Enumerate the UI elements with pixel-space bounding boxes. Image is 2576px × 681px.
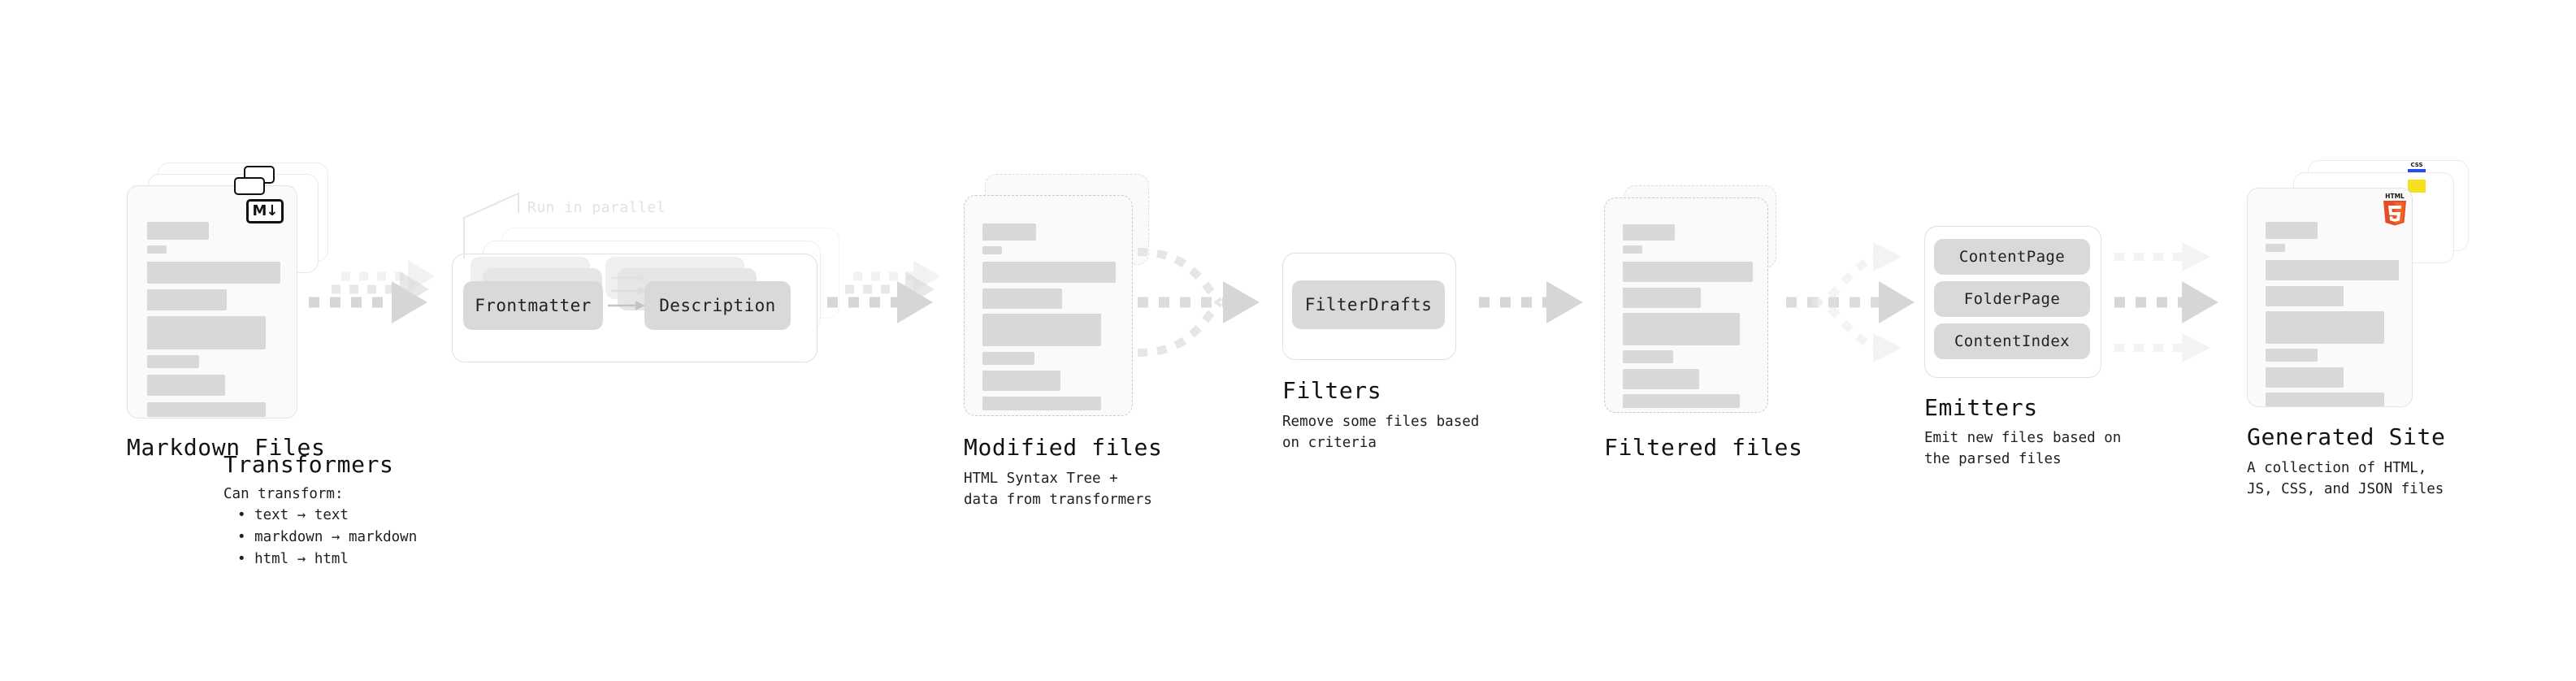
skeleton-line [1623,245,1642,254]
connector-md-to-transformers [309,260,435,323]
skeleton-line [147,402,266,417]
svg-text:HTML: HTML [2385,193,2405,200]
skeleton-line [2266,244,2285,252]
skeleton-line [982,262,1116,283]
stage-title-generated-site: Generated Site [2247,423,2446,450]
skeleton-line [982,223,1036,241]
skeleton-line [982,397,1101,410]
html5-icon: HTML [2380,192,2409,226]
markdown-icon [234,177,265,195]
skeleton-line [2266,393,2384,406]
skeleton-line [982,314,1101,346]
stage-title-modified-files-visible: Modified files [964,434,1163,461]
stage-title-emitters: Emitters [1924,394,2038,421]
filtered-card-front [1604,197,1768,413]
transformers-bullet-1: • markdown → markdown [237,529,418,545]
skeleton-line [1623,313,1740,345]
modified-card-front [964,195,1133,416]
transformers-bullet-0: • text → text [237,507,349,523]
css-icon: CSS [2408,162,2426,172]
connector-modified-to-filters [1137,248,1260,357]
skeleton-line [1623,369,1699,389]
skeleton-line [2266,311,2384,344]
connector-emitters-to-site [2114,242,2218,362]
skeleton-line [2266,349,2318,362]
connector-filtered-to-emitters [1786,242,1915,362]
site-card-front [2247,188,2413,407]
skeleton-line [2266,367,2344,388]
skeleton-line [1623,288,1701,308]
skeleton-line [147,316,266,349]
connector-transformers-to-modified [827,260,940,323]
filter-chip-filterdrafts[interactable]: FilterDrafts [1292,280,1445,329]
skeleton-line [982,352,1034,365]
generated-site-subtitle: A collection of HTML, JS, CSS, and JSON … [2247,460,2444,497]
skeleton-line [147,375,225,396]
skeleton-line [2266,222,2318,239]
skeleton-line [1623,350,1673,363]
skeleton-line [147,289,227,310]
emitters-subtitle: Emit new files based on the parsed files [1924,430,2122,467]
transformers-bullet-2: • html → html [237,551,349,567]
filters-subtitle: Remove some files based on criteria [1282,414,1480,451]
run-in-parallel-label: Run in parallel [527,199,666,216]
skeleton-line [982,246,1002,254]
skeleton-line [147,355,199,368]
skeleton-line [2266,286,2344,306]
skeleton-line [147,222,209,240]
connector-filters-to-filtered [1479,281,1583,323]
markdown-card-front [127,185,297,419]
transformers-subtitle: Can transform: [223,486,344,502]
skeleton-line [1623,224,1675,241]
emitter-chip-folderpage[interactable]: FolderPage [1934,281,2090,317]
markdown-icon: M↓ [246,199,284,223]
skeleton-line [2266,260,2399,280]
transformer-chip-frontmatter[interactable]: Frontmatter [463,281,603,330]
skeleton-line [1623,394,1740,408]
skeleton-line [982,288,1062,309]
stage-title-filters: Filters [1282,377,1382,404]
skeleton-line [147,262,280,284]
stage-title-markdown-files: Markdown Files [127,434,326,461]
skeleton-line [1623,262,1753,282]
stage-title-transformers: Transformers [223,451,394,478]
css-icon-label: CSS [2410,162,2423,168]
skeleton-line [147,245,167,254]
js-icon [2408,180,2426,193]
modified-files-subtitle: HTML Syntax Tree + data from transformer… [964,471,1152,508]
skeleton-line [982,371,1060,391]
transformer-chip-description[interactable]: Description [644,281,791,330]
emitter-chip-contentindex[interactable]: ContentIndex [1934,323,2090,359]
stage-title-filtered-files: Filtered files [1604,434,1803,461]
emitter-chip-contentpage[interactable]: ContentPage [1934,239,2090,275]
